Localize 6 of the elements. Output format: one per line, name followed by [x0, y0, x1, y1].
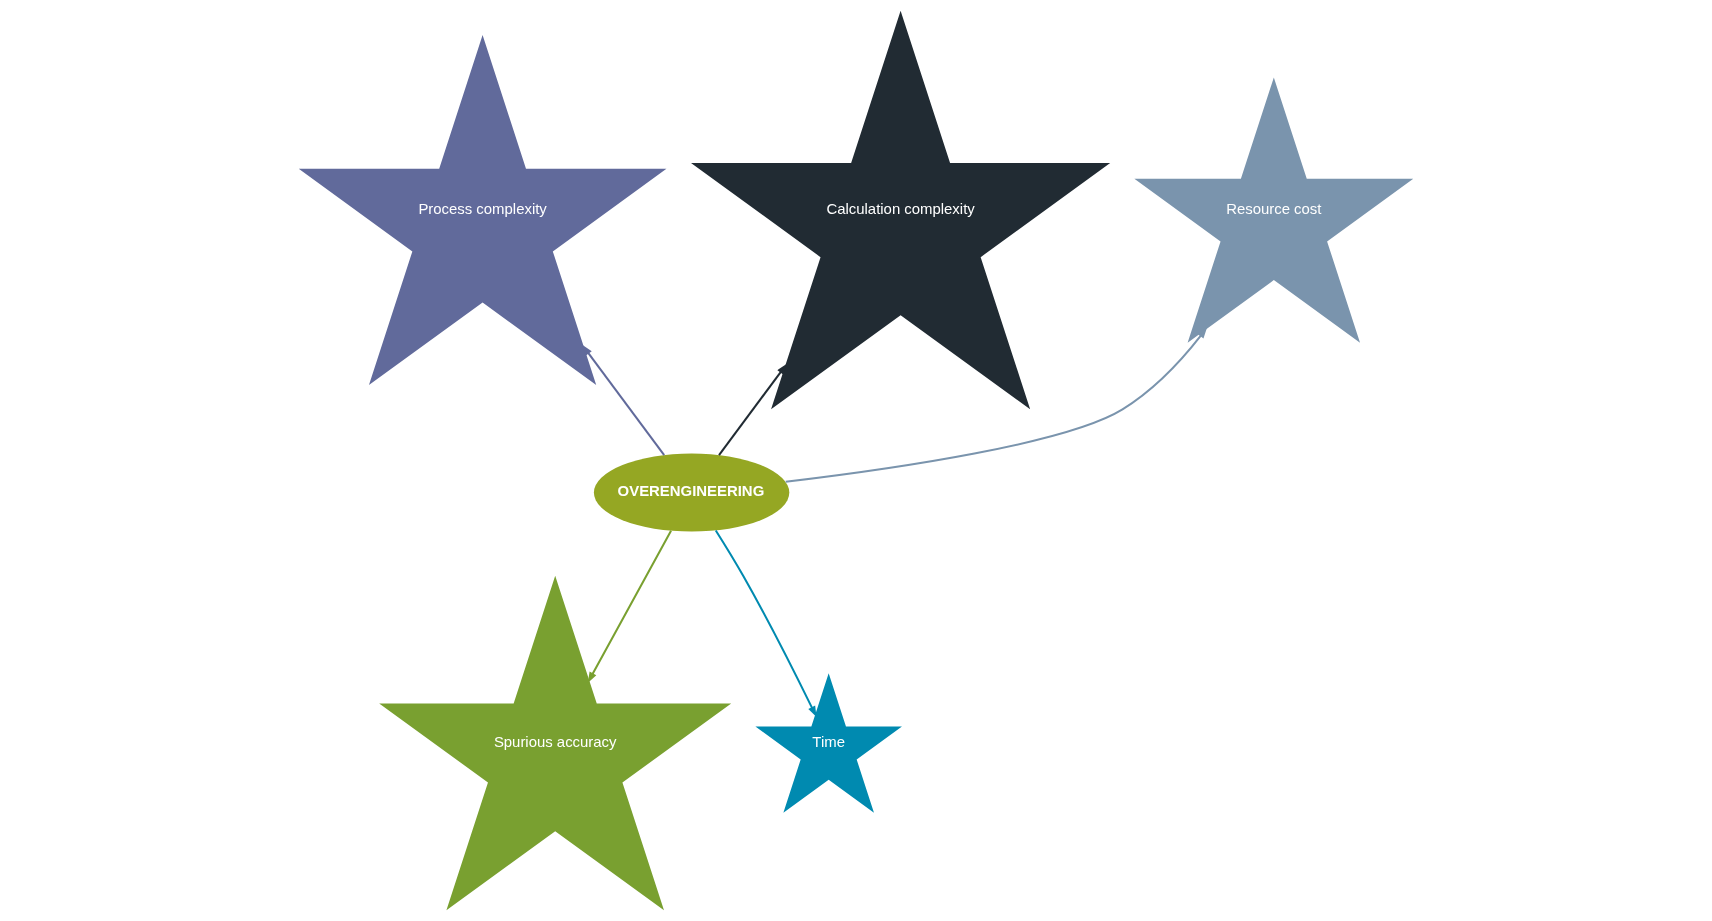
arrow	[785, 327, 1208, 483]
arrow	[582, 344, 665, 456]
arrow	[714, 529, 817, 717]
arrow	[587, 530, 672, 683]
arrow	[718, 363, 787, 456]
node-ellipse: OVERENGINEERING	[593, 453, 790, 532]
